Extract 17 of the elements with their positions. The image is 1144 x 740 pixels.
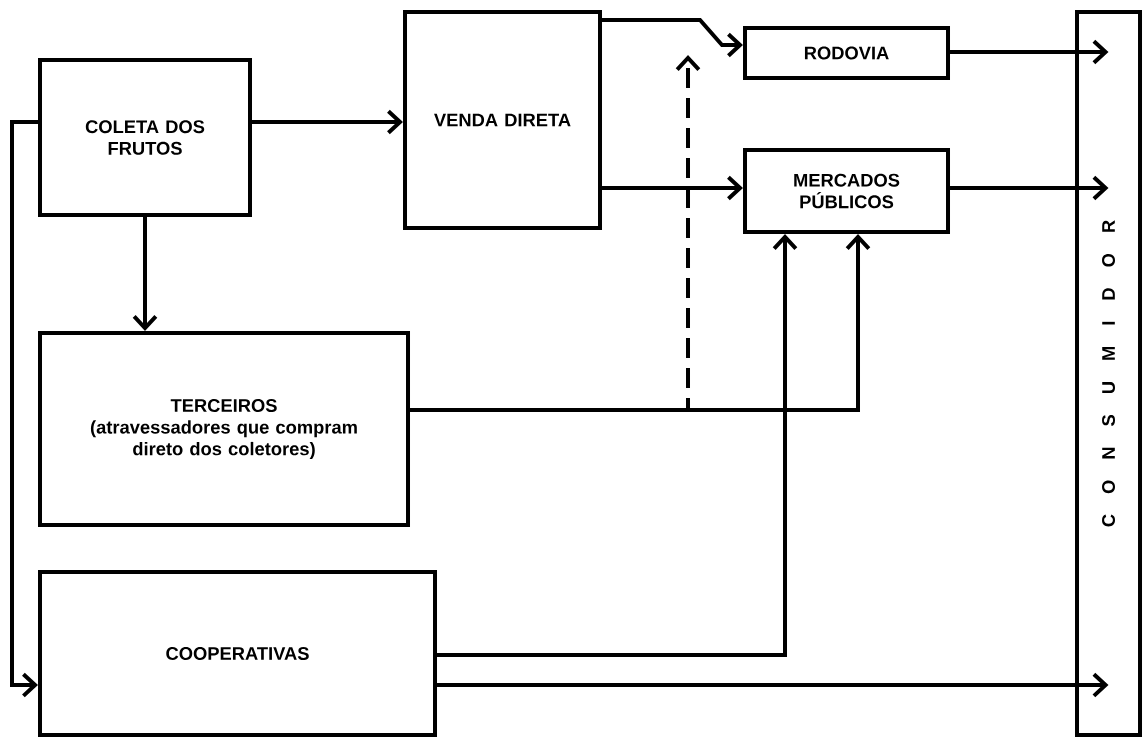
arrow: [602, 18, 743, 58]
arrow: [950, 39, 1109, 65]
arrow: [437, 234, 798, 657]
process-box: COOPERATIVAS: [38, 570, 437, 737]
arrow: [252, 109, 403, 135]
process-box: VENDA DIRETA: [403, 10, 602, 230]
process-box: COLETA DOS FRUTOS: [38, 58, 252, 217]
arrow: [10, 120, 38, 698]
arrow: [602, 175, 743, 201]
process-box: RODOVIA: [743, 26, 950, 80]
process-box: TERCEIROS (atravessadores que compram direto dos coletores): [38, 331, 410, 527]
consumer-box: C O N S U M I D O R: [1075, 10, 1142, 737]
arrow: [437, 672, 1109, 698]
arrow: [950, 175, 1109, 201]
arrow: [132, 217, 158, 331]
arrow: [410, 55, 701, 412]
process-box: MERCADOS PÚBLICOS: [743, 148, 950, 234]
